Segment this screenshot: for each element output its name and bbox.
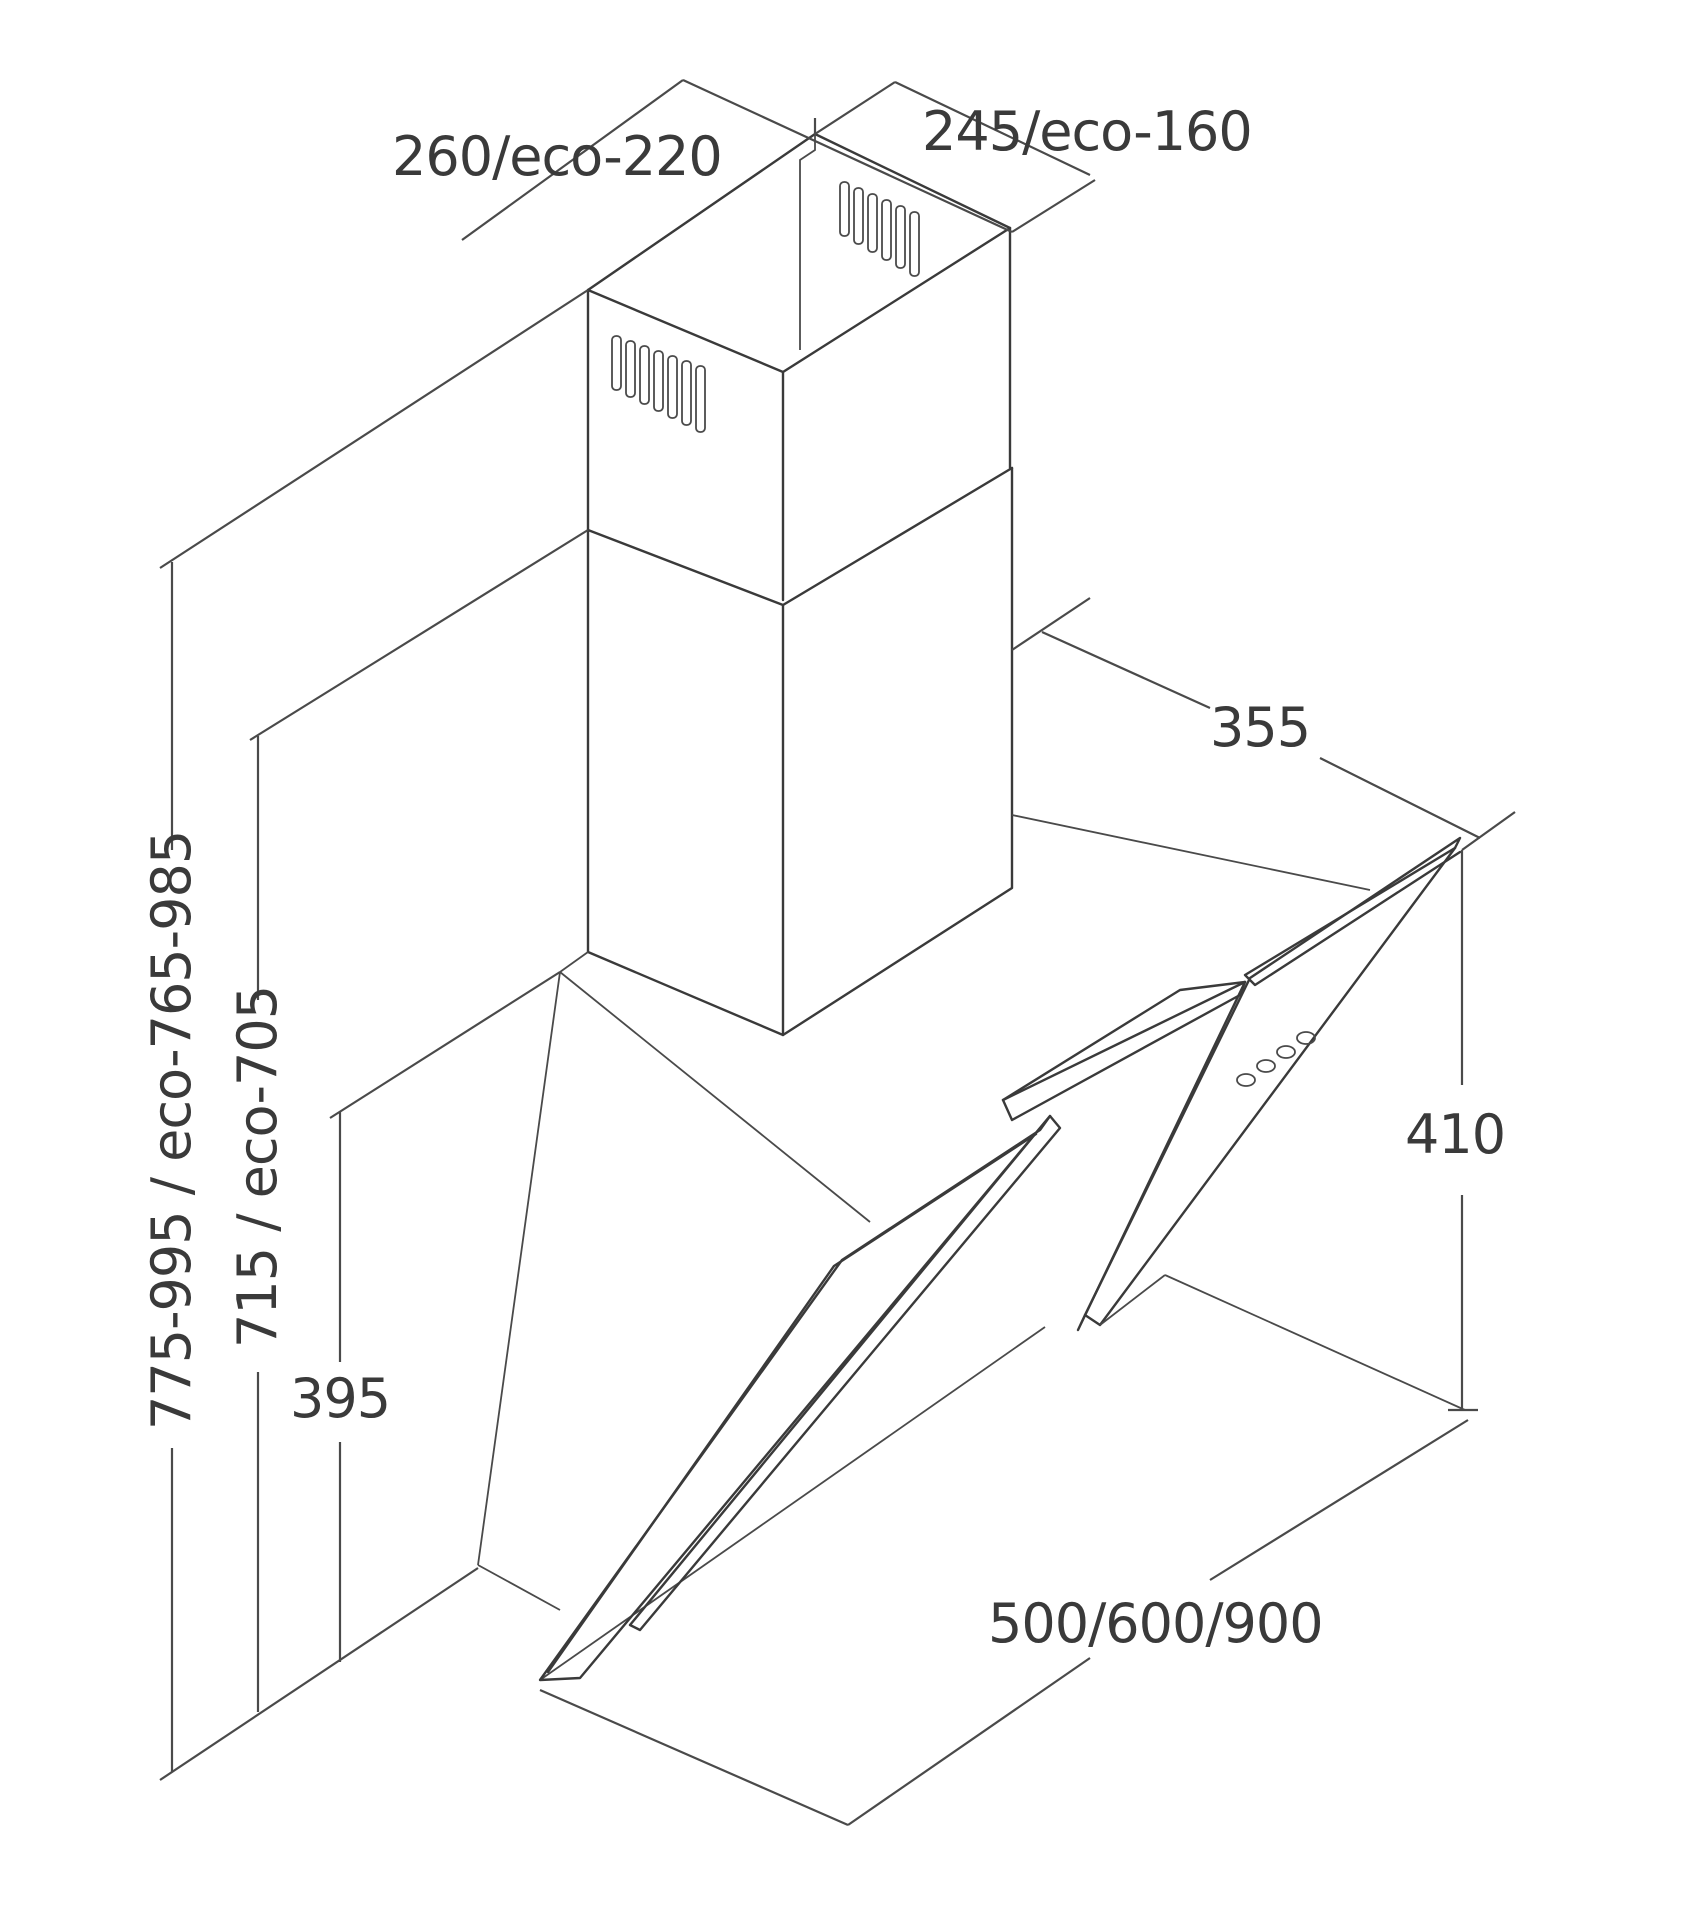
dim-hood-height-line [1448, 850, 1478, 1412]
label-total-height: 775-995 / eco-765-985 [140, 831, 203, 1430]
dim-mid-height-line [249, 529, 589, 1712]
vent-slots-back [839, 181, 920, 277]
chimney-lower [586, 466, 1014, 1037]
vent-slots-left [611, 335, 706, 433]
dim-low-height-line [329, 971, 561, 1662]
dim-hood-depth-line [1011, 597, 1516, 851]
dim-chimney-depth-line [814, 81, 1091, 176]
label-low-height: 395 [290, 1367, 390, 1430]
label-chimney-depth: 245/eco-160 [922, 100, 1252, 163]
control-buttons [1236, 1031, 1316, 1087]
dim-hood-width-line [539, 1419, 1469, 1827]
label-hood-width: 500/600/900 [988, 1592, 1323, 1655]
label-hood-height: 410 [1405, 1103, 1505, 1166]
dim-chimney-width-line [461, 79, 1096, 241]
chimney-upper [586, 132, 1014, 607]
hood-body [477, 814, 1466, 1682]
label-hood-depth: 355 [1210, 696, 1310, 759]
label-chimney-width: 260/eco-220 [392, 125, 722, 188]
label-mid-height: 715 / eco-705 [226, 986, 289, 1348]
dim-total-height-line [159, 289, 589, 1781]
